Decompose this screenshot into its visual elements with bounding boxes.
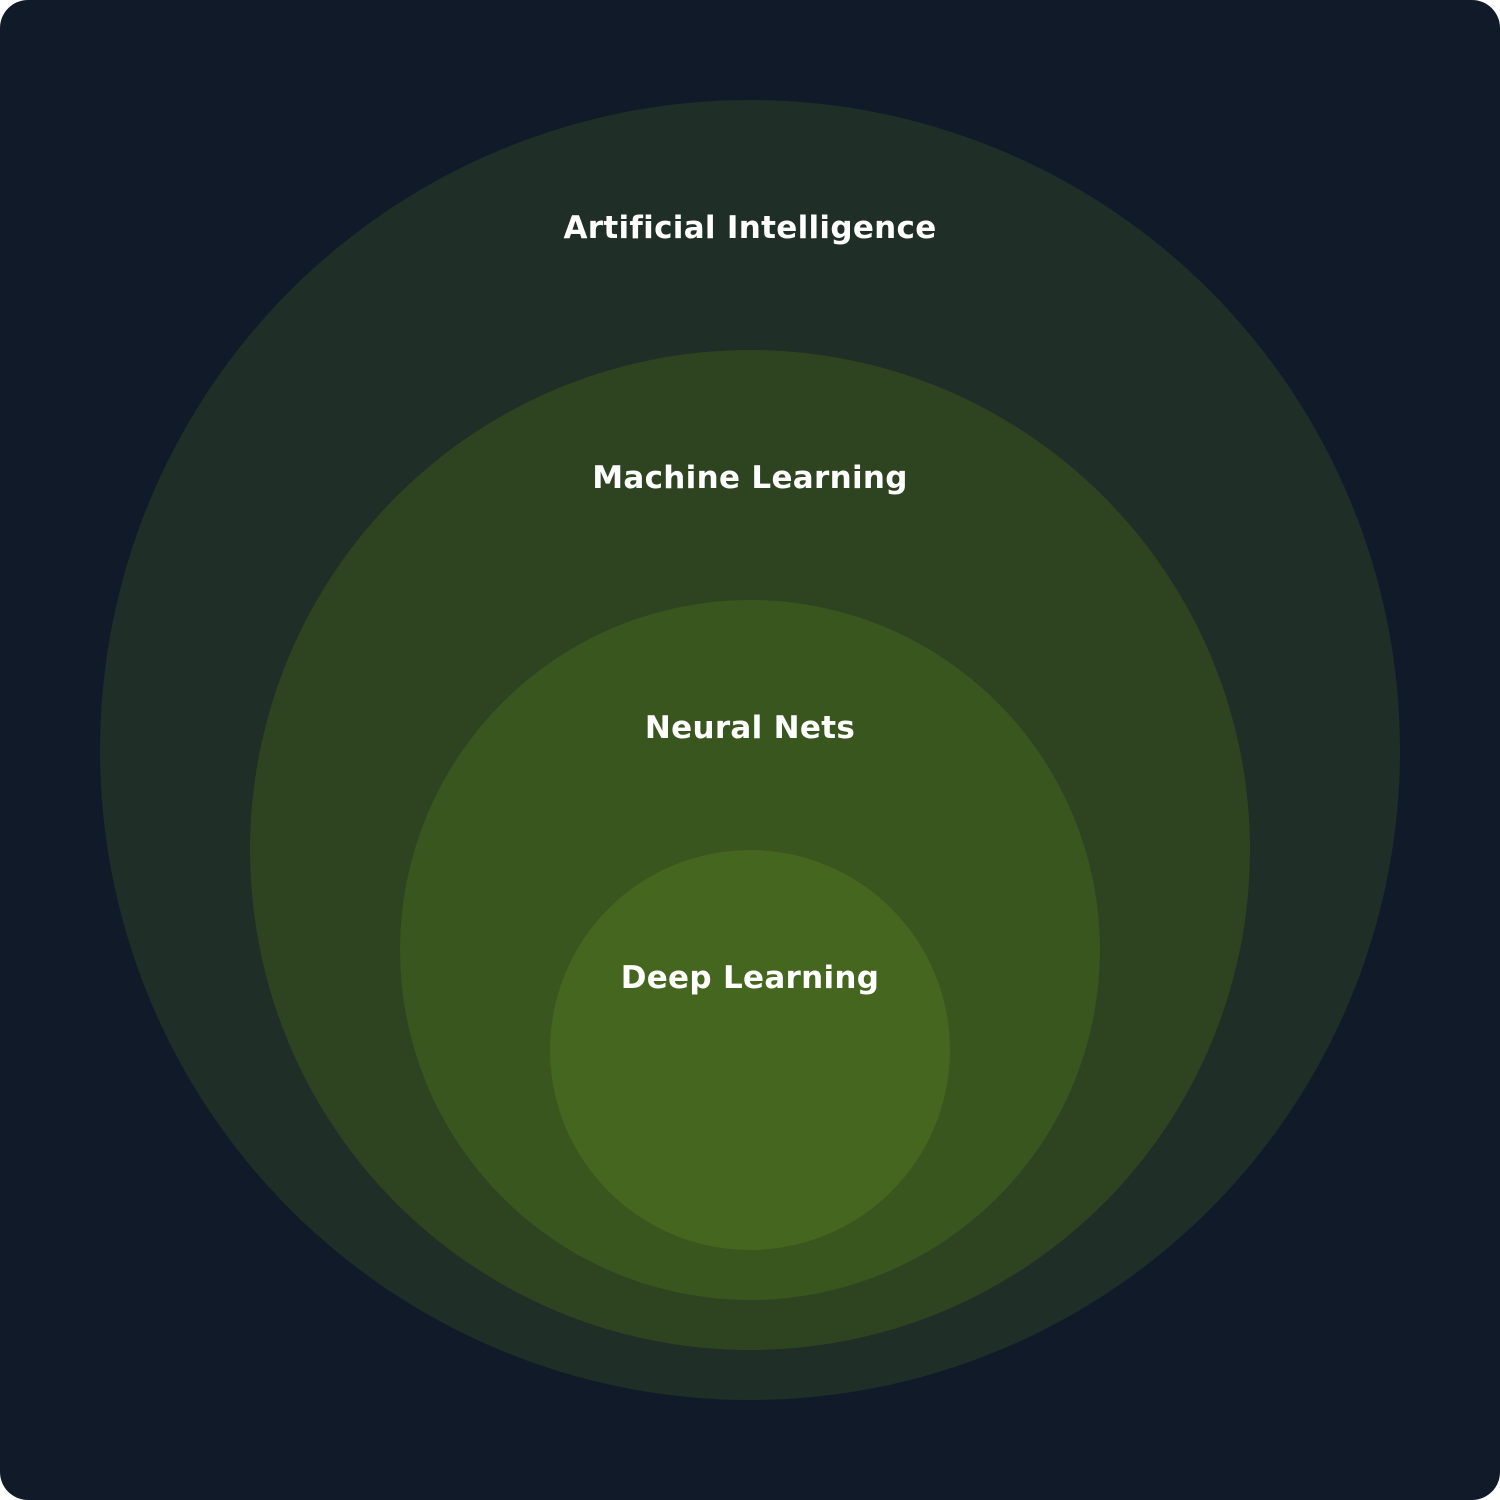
ai-label: Artificial Intelligence [563,210,937,246]
machine-learning-label: Machine Learning [592,460,908,496]
neural-nets-label: Neural Nets [644,710,856,746]
deep-learning-label: Deep Learning [620,960,880,996]
deep-learning-circle [550,850,950,1250]
